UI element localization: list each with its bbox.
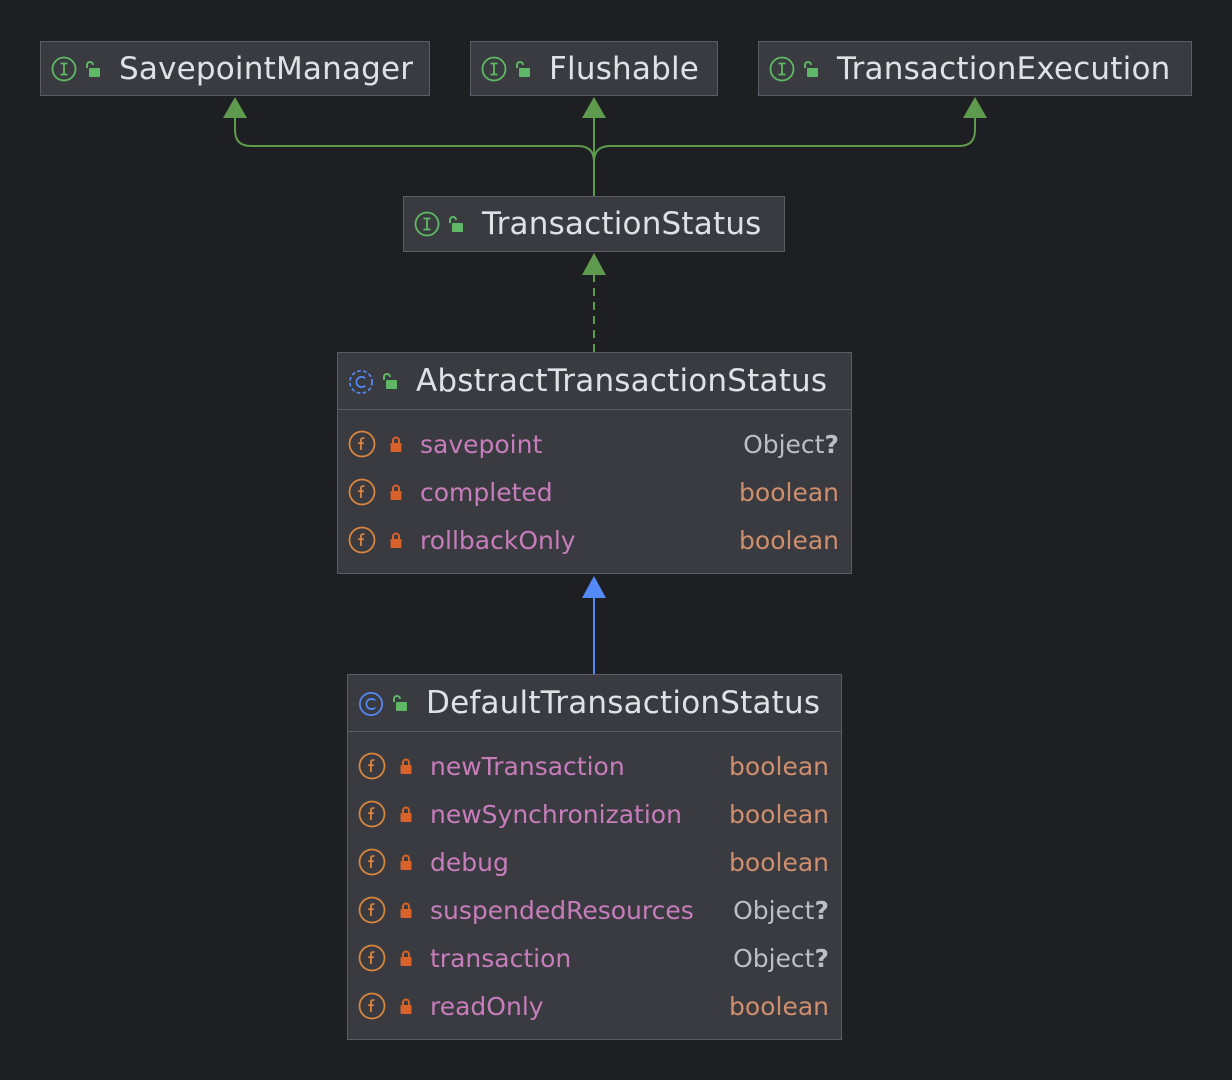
public-lock-icon xyxy=(446,214,466,234)
field-icon xyxy=(348,526,376,554)
arrowhead-transactionexecution xyxy=(963,97,987,118)
edge-transactionstatus-to-transactionexecution xyxy=(593,112,976,196)
edge-transactionstatus-to-savepointmanager xyxy=(234,112,595,196)
field-type-name: Object xyxy=(743,429,825,459)
field-row[interactable]: rollbackOnly boolean xyxy=(338,516,851,564)
field-icon xyxy=(348,430,376,458)
field-name: completed xyxy=(420,477,553,507)
public-lock-icon xyxy=(380,371,400,391)
node-header: SavepointManager xyxy=(41,42,429,96)
field-type-name: boolean xyxy=(729,991,829,1021)
arrowhead-flushable xyxy=(582,97,606,118)
private-lock-icon xyxy=(396,852,416,872)
nullable-marker: ? xyxy=(824,429,839,459)
arrowhead-abstracttransactionstatus xyxy=(582,576,606,598)
field-name: newSynchronization xyxy=(430,799,682,829)
field-name: newTransaction xyxy=(430,751,625,781)
node-flushable[interactable]: Flushable xyxy=(470,41,718,96)
node-title: DefaultTransactionStatus xyxy=(426,685,821,721)
field-type-name: boolean xyxy=(739,525,839,555)
node-header: DefaultTransactionStatus xyxy=(348,675,841,732)
private-lock-icon xyxy=(396,996,416,1016)
node-title: TransactionExecution xyxy=(837,51,1171,87)
field-type-name: boolean xyxy=(729,847,829,877)
field-icon xyxy=(358,752,386,780)
arrowhead-transactionstatus xyxy=(582,253,606,275)
field-icon xyxy=(358,896,386,924)
private-lock-icon xyxy=(386,482,406,502)
field-row[interactable]: savepoint Object? xyxy=(338,420,851,468)
interface-icon xyxy=(481,56,507,82)
private-lock-icon xyxy=(386,530,406,550)
field-type-name: Object xyxy=(733,895,815,925)
private-lock-icon xyxy=(396,804,416,824)
field-name: transaction xyxy=(430,943,572,973)
field-row[interactable]: newSynchronization boolean xyxy=(348,790,841,838)
field-row[interactable]: newTransaction boolean xyxy=(348,742,841,790)
field-list: newTransaction boolean newSynchronization b… xyxy=(348,732,841,1034)
field-type-name: Object xyxy=(733,943,815,973)
field-name: debug xyxy=(430,847,509,877)
node-transactionexecution[interactable]: TransactionExecution xyxy=(758,41,1192,96)
node-savepointmanager[interactable]: SavepointManager xyxy=(40,41,430,96)
field-row[interactable]: transaction Object? xyxy=(348,934,841,982)
private-lock-icon xyxy=(396,756,416,776)
node-title: AbstractTransactionStatus xyxy=(416,363,828,399)
abstract-class-icon xyxy=(348,368,374,394)
node-abstracttransactionstatus[interactable]: AbstractTransactionStatus savepoint Objec… xyxy=(337,352,852,574)
field-icon xyxy=(358,848,386,876)
field-icon xyxy=(358,992,386,1020)
node-header: AbstractTransactionStatus xyxy=(338,353,851,410)
node-header: TransactionExecution xyxy=(759,42,1191,96)
node-header: TransactionStatus xyxy=(404,197,784,251)
field-type-name: boolean xyxy=(729,799,829,829)
private-lock-icon xyxy=(396,900,416,920)
field-icon xyxy=(358,800,386,828)
field-type: boolean xyxy=(739,478,839,507)
public-lock-icon xyxy=(801,59,821,79)
field-type: Object? xyxy=(733,896,829,925)
public-lock-icon xyxy=(513,59,533,79)
field-type: boolean xyxy=(729,992,829,1021)
field-type-name: boolean xyxy=(729,751,829,781)
nullable-marker: ? xyxy=(814,943,829,973)
node-transactionstatus[interactable]: TransactionStatus xyxy=(403,196,785,252)
node-header: Flushable xyxy=(471,42,717,96)
field-row[interactable]: completed boolean xyxy=(338,468,851,516)
field-name: readOnly xyxy=(430,991,544,1021)
field-icon xyxy=(348,478,376,506)
field-name: rollbackOnly xyxy=(420,525,576,555)
field-icon xyxy=(358,944,386,972)
field-name: savepoint xyxy=(420,429,543,459)
interface-icon xyxy=(769,56,795,82)
field-type: boolean xyxy=(729,752,829,781)
private-lock-icon xyxy=(396,948,416,968)
node-title: Flushable xyxy=(549,51,700,87)
field-name: suspendedResources xyxy=(430,895,694,925)
field-type: boolean xyxy=(729,848,829,877)
field-row[interactable]: suspendedResources Object? xyxy=(348,886,841,934)
private-lock-icon xyxy=(386,434,406,454)
field-type: boolean xyxy=(729,800,829,829)
field-type: Object? xyxy=(743,430,839,459)
class-icon xyxy=(358,690,384,716)
field-row[interactable]: readOnly boolean xyxy=(348,982,841,1030)
node-title: SavepointManager xyxy=(119,51,414,87)
public-lock-icon xyxy=(390,693,410,713)
field-type: boolean xyxy=(739,526,839,555)
arrowhead-savepointmanager xyxy=(223,97,247,118)
interface-icon xyxy=(51,56,77,82)
public-lock-icon xyxy=(83,59,103,79)
field-type: Object? xyxy=(733,944,829,973)
nullable-marker: ? xyxy=(814,895,829,925)
interface-icon xyxy=(414,211,440,237)
field-row[interactable]: debug boolean xyxy=(348,838,841,886)
node-title: TransactionStatus xyxy=(482,206,762,242)
field-type-name: boolean xyxy=(739,477,839,507)
node-defaulttransactionstatus[interactable]: DefaultTransactionStatus newTransaction b… xyxy=(347,674,842,1040)
